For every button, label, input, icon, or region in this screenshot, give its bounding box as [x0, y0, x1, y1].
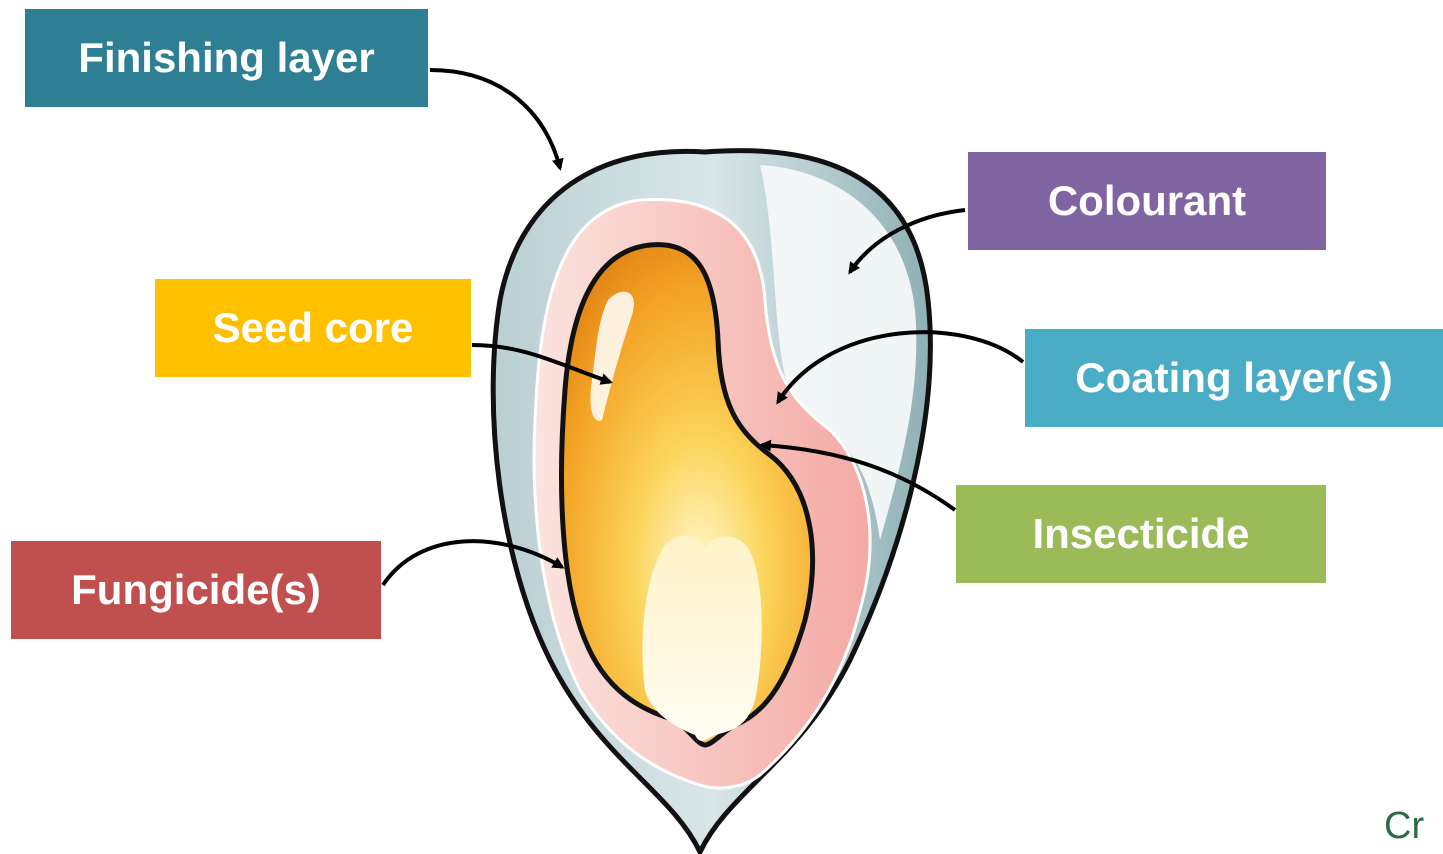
coating-layers-label: Coating layer(s) — [1025, 329, 1443, 427]
fungicides-label: Fungicide(s) — [11, 541, 381, 639]
colourant-label: Colourant — [968, 152, 1326, 250]
arrow-finishing-layer — [430, 70, 560, 168]
seed-core-label: Seed core — [155, 279, 471, 377]
logo-fragment: Cr — [1384, 805, 1424, 848]
embryo-shape — [642, 536, 761, 741]
insecticide-label: Insecticide — [956, 485, 1326, 583]
finishing-layer-label: Finishing layer — [25, 9, 428, 107]
